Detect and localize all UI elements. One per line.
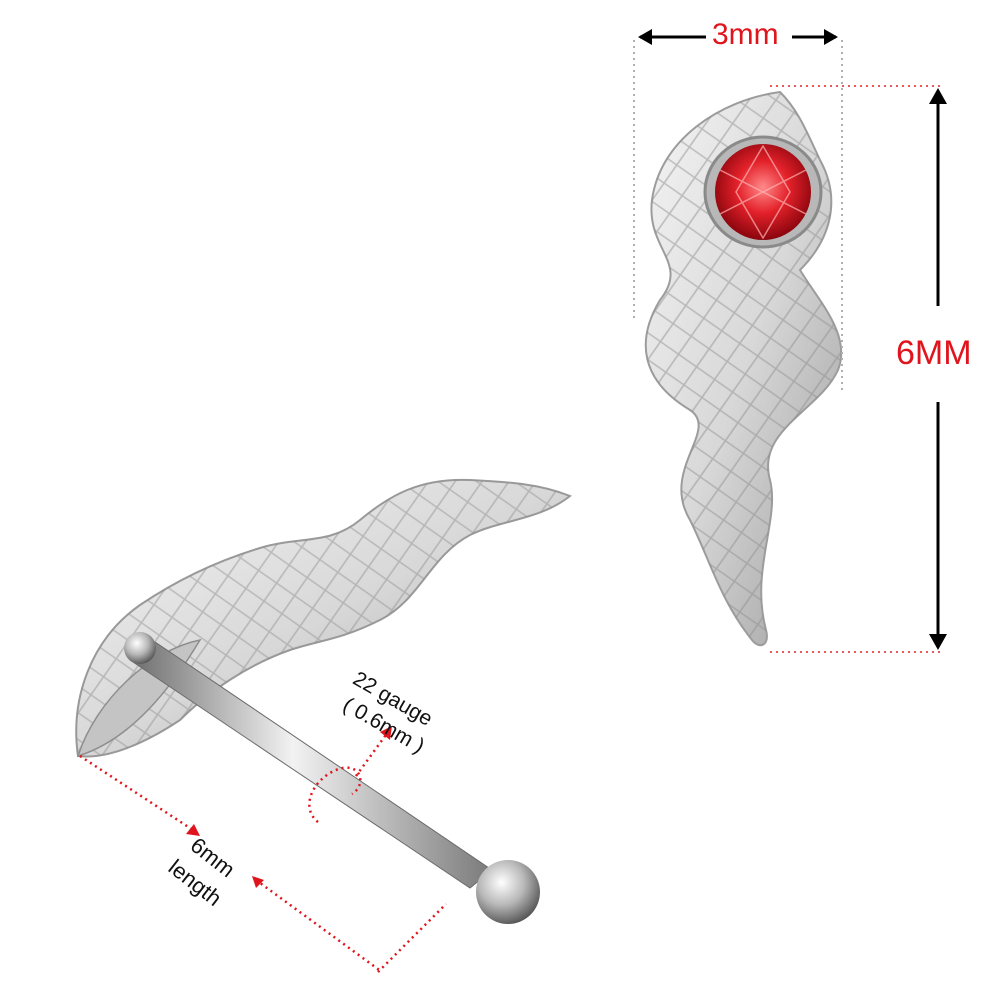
double-arrow-horizontal-right	[824, 29, 838, 45]
snake-scales-side	[76, 479, 570, 757]
double-arrow-horizontal-left	[638, 29, 652, 45]
double-arrow-vertical-top	[929, 88, 947, 104]
gem-facets	[719, 144, 807, 240]
gauge-callout	[308, 726, 392, 823]
snake-side-view	[75, 478, 572, 924]
width-dimension	[633, 29, 843, 392]
nose-pin	[129, 641, 493, 889]
pin-ball-end	[476, 860, 540, 924]
height-label: 6MM	[896, 334, 972, 372]
length-dimension	[79, 754, 447, 974]
pin-base	[124, 632, 156, 664]
snake-front-view	[644, 90, 843, 647]
double-arrow-vertical-bottom	[929, 634, 947, 650]
length-arrow-right-icon	[252, 876, 264, 888]
gauge-arrow-icon	[380, 726, 392, 740]
height-dimension	[770, 85, 947, 653]
width-label: 3mm	[712, 18, 779, 51]
length-arrow-left-icon	[186, 824, 200, 836]
